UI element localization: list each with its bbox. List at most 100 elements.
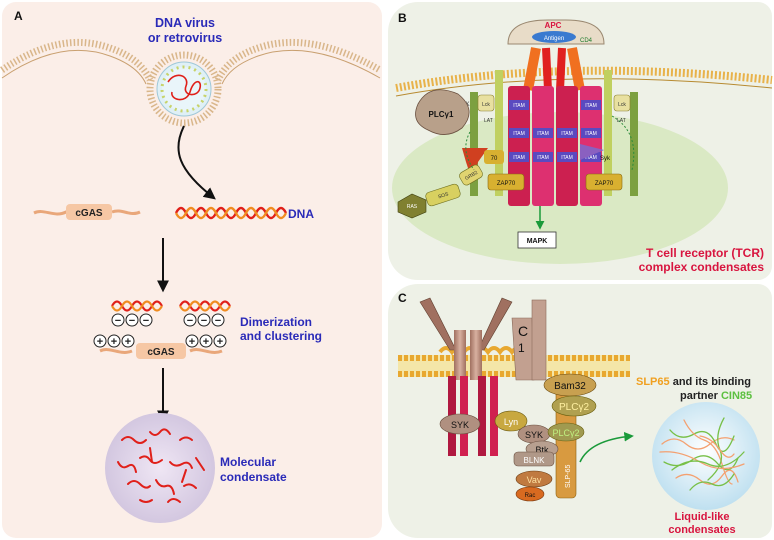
svg-text:+: + bbox=[203, 336, 209, 348]
plcg1-label: PLCγ1 bbox=[429, 110, 454, 119]
virus-particle bbox=[146, 51, 222, 127]
cgas-protein: cGAS bbox=[33, 204, 141, 220]
zap70-right-label: ZAP70 bbox=[595, 181, 614, 187]
mapk-label: MAPK bbox=[527, 238, 548, 245]
panel-b-content: B APC Antigen CD4 bbox=[392, 11, 773, 274]
svg-text:+: + bbox=[111, 336, 117, 348]
lat-label-right: LAT bbox=[617, 118, 626, 124]
itam-label: ITAM bbox=[585, 103, 597, 109]
condensate-label-line2: condensate bbox=[220, 470, 287, 484]
mapk-box bbox=[517, 231, 557, 249]
itam-label: ITAM bbox=[513, 131, 525, 137]
plcg2-lower-label: PLCγ2 bbox=[552, 428, 579, 438]
svg-text:+: + bbox=[217, 336, 223, 348]
itam-label: ITAM bbox=[561, 155, 573, 161]
btk-label: Btk bbox=[535, 445, 549, 455]
plcg1-protein: PLCγ1 bbox=[415, 89, 470, 135]
cell-membrane bbox=[0, 38, 382, 85]
vav-label: Vav bbox=[527, 475, 542, 485]
dimer-dna-left bbox=[111, 300, 163, 312]
svg-text:+: + bbox=[125, 336, 131, 348]
lck-right-label: Lck bbox=[618, 102, 626, 108]
adaptor-triangle bbox=[462, 148, 488, 180]
zap70-left-label: ZAP70 bbox=[497, 181, 516, 187]
condensate-label-line1: Molecular bbox=[220, 455, 276, 469]
adaptor-column: C 1 bbox=[511, 299, 547, 381]
zap70-small-label: 70 bbox=[491, 156, 498, 162]
lck-left bbox=[477, 94, 495, 112]
syk-left-label: SYK bbox=[451, 420, 469, 430]
apc-cell: APC Antigen CD4 bbox=[507, 19, 605, 45]
syk-mid-label: SYK bbox=[525, 430, 543, 440]
bcr-signaling-proteins: Bam32 PLCγ2 SYK Lyn SYK PLCγ2 Btk BLNK V… bbox=[439, 373, 597, 502]
sos-label: SOS bbox=[437, 191, 450, 200]
lyn-label: Lyn bbox=[504, 417, 518, 427]
dimerization-label-line1: Dimerization bbox=[240, 315, 312, 329]
itam-label: ITAM bbox=[537, 131, 549, 137]
svg-text:−: − bbox=[187, 315, 193, 327]
virus-title-line1: DNA virus bbox=[155, 16, 215, 30]
svg-text:−: − bbox=[215, 315, 221, 327]
slp65-vertical-label: SLP-65 bbox=[565, 465, 572, 488]
panel-c-letter: C bbox=[398, 291, 407, 305]
zap70-right bbox=[585, 173, 623, 191]
c-text-fragment: C bbox=[518, 323, 528, 339]
panel-b-letter: B bbox=[398, 11, 407, 25]
itam-label: ITAM bbox=[585, 155, 597, 161]
tcr-caption-line2: complex condensates bbox=[639, 260, 765, 274]
plcg2-upper-label: PLCγ2 bbox=[559, 402, 589, 413]
cgas-dimer: cGAS bbox=[99, 343, 223, 359]
tcr-complex bbox=[470, 47, 638, 206]
itam-label: ITAM bbox=[561, 131, 573, 137]
lck-left-label: Lck bbox=[482, 102, 490, 108]
dimer-dna-right bbox=[179, 300, 231, 312]
infection-arrow bbox=[177, 125, 216, 200]
antigen-label: Antigen bbox=[544, 36, 564, 42]
virus-title-line2: or retrovirus bbox=[148, 31, 222, 45]
blnk-label: BLNK bbox=[524, 456, 546, 465]
svg-text:−: − bbox=[201, 315, 207, 327]
syk-shape bbox=[580, 144, 604, 160]
rac-label: Rac bbox=[525, 493, 536, 499]
liquid-caption-line2: condensates bbox=[668, 524, 735, 536]
svg-text:+: + bbox=[189, 336, 195, 348]
itam-label: ITAM bbox=[537, 155, 549, 161]
condensation-arrow bbox=[579, 431, 634, 463]
liquid-caption-line1: Liquid-like bbox=[675, 511, 730, 523]
cd4-label: CD4 bbox=[580, 38, 593, 44]
dashed-arrow-left bbox=[465, 131, 475, 171]
svg-text:−: − bbox=[129, 315, 135, 327]
number-text-fragment: 1 bbox=[518, 341, 525, 355]
syk-label: Syk bbox=[600, 156, 611, 162]
panel-c-content: C C 1 SLP-65 bbox=[398, 291, 760, 536]
dashed-arrow-right bbox=[611, 115, 635, 171]
grb2-sos-ras: RAS SOS GRB2 bbox=[397, 164, 483, 219]
dna-label: DNA bbox=[288, 207, 314, 221]
lck-right bbox=[613, 94, 631, 112]
zap70-small bbox=[484, 150, 504, 164]
dimerization-label-line2: and clustering bbox=[240, 329, 322, 343]
lat-label-left: LAT bbox=[484, 118, 493, 124]
itam-label: ITAM bbox=[513, 103, 525, 109]
dna-helix bbox=[174, 206, 288, 220]
svg-text:−: − bbox=[143, 315, 149, 327]
panel-a-content: A DNA virus or retrovirus cGAS bbox=[0, 9, 382, 523]
cgas-label: cGAS bbox=[75, 208, 103, 219]
partner-caption: partner CIN85 bbox=[680, 390, 752, 402]
slp65-caption: SLP65 and its binding bbox=[636, 376, 751, 388]
ras-label: RAS bbox=[407, 204, 418, 210]
positive-charges: + + + + + + bbox=[93, 334, 227, 348]
tcr-caption-line1: T cell receptor (TCR) bbox=[646, 246, 764, 260]
itam-label: ITAM bbox=[513, 155, 525, 161]
itam-label: ITAM bbox=[585, 131, 597, 137]
liquid-condensate bbox=[652, 402, 760, 510]
molecular-condensate bbox=[105, 413, 215, 523]
zap70-left bbox=[487, 173, 525, 191]
panel-a-letter: A bbox=[14, 9, 23, 23]
cgas-dimer-label: cGAS bbox=[147, 347, 175, 358]
itam-blocks: ITAM ITAM ITAM ITAM ITAM ITAM ITAM ITAM … bbox=[509, 100, 601, 162]
svg-text:−: − bbox=[115, 315, 121, 327]
bam32-label: Bam32 bbox=[554, 381, 586, 392]
svg-text:+: + bbox=[97, 336, 103, 348]
